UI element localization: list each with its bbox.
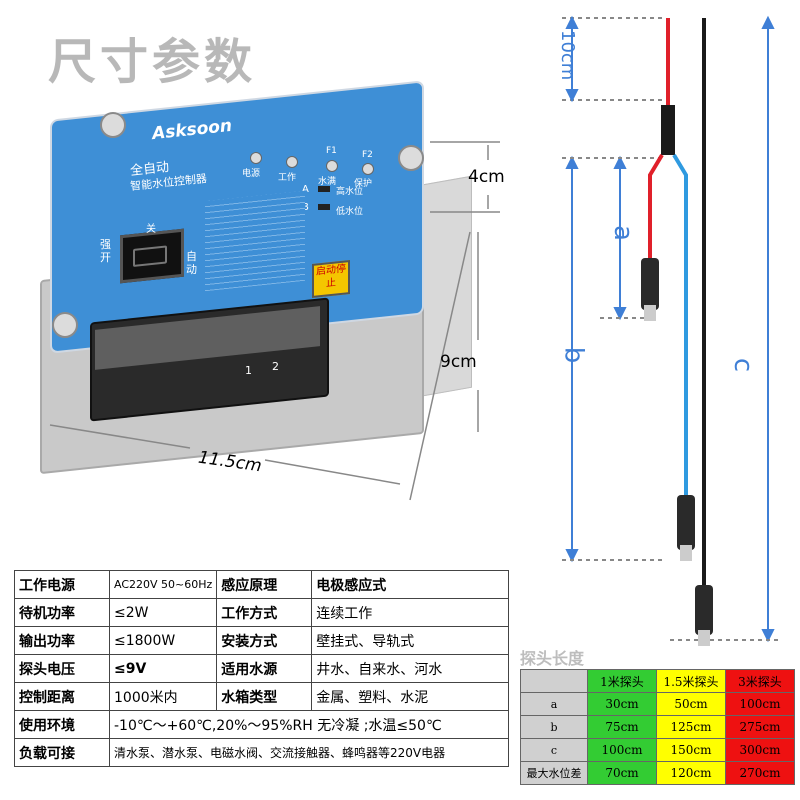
table-cell: 120cm bbox=[656, 761, 726, 785]
jumper-b bbox=[318, 204, 330, 210]
table-cell: 70cm bbox=[587, 761, 657, 785]
spec-value: 壁挂式、导轨式 bbox=[311, 626, 510, 655]
terminal-number: 1 bbox=[245, 364, 252, 377]
low-level-label: 低水位 bbox=[336, 207, 364, 217]
spec-value: ≤1800W bbox=[108, 626, 218, 655]
led-power-indicator bbox=[250, 152, 262, 164]
spec-value: 清水泵、潜水泵、电磁水阀、交流接触器、蜂鸣器等220V电器 bbox=[108, 738, 510, 767]
row-label: b bbox=[520, 715, 588, 739]
spec-value: -10℃～+60℃,20%～95%RH 无冷凝 ;水温≤50℃ bbox=[108, 710, 510, 739]
led-protect-label: 保护 bbox=[354, 179, 373, 189]
table-header-cell: 1米探头 bbox=[587, 669, 657, 693]
table-row: 控制距离 1000米内 水箱类型 金属、塑料、水泥 bbox=[14, 682, 510, 711]
high-level-label: 高水位 bbox=[336, 187, 364, 197]
led-water-indicator bbox=[326, 160, 338, 172]
spec-value: 金属、塑料、水泥 bbox=[311, 682, 510, 711]
table-cell: 50cm bbox=[656, 692, 726, 716]
probe-label-a: a bbox=[607, 225, 638, 241]
table-row: 负载可接 清水泵、潜水泵、电磁水阀、交流接触器、蜂鸣器等220V电器 bbox=[14, 738, 510, 767]
dimension-depth: 9cm bbox=[440, 352, 477, 372]
table-row: 工作电源 AC220V 50~60Hz 感应原理 电极感应式 bbox=[14, 570, 510, 599]
table-header-cell: 3米探头 bbox=[725, 669, 795, 693]
rocker-right-label: 自动 bbox=[186, 250, 197, 276]
spec-key: 使用环境 bbox=[14, 710, 110, 739]
probe-length-table: 1米探头 1.5米探头 3米探头 a 30cm 50cm 100cm b 75c… bbox=[520, 669, 795, 785]
table-row: 使用环境 -10℃～+60℃,20%～95%RH 无冷凝 ;水温≤50℃ bbox=[14, 710, 510, 739]
led-work-label: 工作 bbox=[278, 173, 297, 183]
table-row: 最大水位差 70cm 120cm 270cm bbox=[520, 761, 795, 785]
screw-icon bbox=[398, 145, 424, 171]
spec-key: 水箱类型 bbox=[216, 682, 313, 711]
spec-key: 探头电压 bbox=[14, 654, 110, 683]
spec-value: ≤9V bbox=[108, 654, 218, 683]
table-header-cell bbox=[520, 669, 588, 693]
table-cell: 100cm bbox=[725, 692, 795, 716]
spec-key: 感应原理 bbox=[216, 570, 313, 599]
probe-label-b: b bbox=[558, 346, 589, 364]
table-cell: 100cm bbox=[587, 738, 657, 762]
probe-table-title: 探头长度 bbox=[520, 649, 585, 668]
marker-f1: F1 bbox=[326, 146, 337, 156]
spec-key: 输出功率 bbox=[14, 626, 110, 655]
screw-icon bbox=[52, 312, 78, 338]
table-cell: 300cm bbox=[725, 738, 795, 762]
led-power-label: 电源 bbox=[242, 169, 261, 179]
row-label: c bbox=[520, 738, 588, 762]
spec-key: 工作方式 bbox=[216, 598, 313, 627]
probe-diagram bbox=[562, 15, 780, 646]
row-label: 最大水位差 bbox=[520, 761, 588, 785]
spec-value: 电极感应式 bbox=[311, 570, 510, 599]
spec-value: 井水、自来水、河水 bbox=[311, 654, 510, 683]
marker-a: A bbox=[302, 184, 309, 195]
table-row: b 75cm 125cm 275cm bbox=[520, 715, 795, 739]
table-row: 待机功率 ≤2W 工作方式 连续工作 bbox=[14, 598, 510, 627]
screw-icon bbox=[100, 112, 126, 138]
table-cell: 150cm bbox=[656, 738, 726, 762]
spec-table: 工作电源 AC220V 50~60Hz 感应原理 电极感应式 待机功率 ≤2W … bbox=[14, 570, 510, 767]
led-protect-indicator bbox=[362, 163, 374, 175]
marker-b: B bbox=[302, 202, 309, 213]
rocker-off-label: 关 bbox=[146, 224, 156, 235]
led-water-label: 水满 bbox=[318, 177, 337, 187]
table-header-cell: 1.5米探头 bbox=[656, 669, 726, 693]
table-cell: 125cm bbox=[656, 715, 726, 739]
rocker-left-label: 强开 bbox=[100, 238, 111, 264]
table-row: a 30cm 50cm 100cm bbox=[520, 692, 795, 716]
spec-value: AC220V 50~60Hz bbox=[108, 570, 218, 599]
probe-label-c: c bbox=[728, 357, 759, 373]
spec-value: 连续工作 bbox=[311, 598, 510, 627]
cable-top-label: 10cm bbox=[557, 30, 578, 81]
jumper-a bbox=[318, 186, 330, 192]
table-header-row: 1米探头 1.5米探头 3米探头 bbox=[520, 669, 795, 693]
spec-key: 控制距离 bbox=[14, 682, 110, 711]
table-row: 输出功率 ≤1800W 安装方式 壁挂式、导轨式 bbox=[14, 626, 510, 655]
spec-key: 适用水源 bbox=[216, 654, 313, 683]
row-label: a bbox=[520, 692, 588, 716]
table-row: c 100cm 150cm 300cm bbox=[520, 738, 795, 762]
spec-value: 1000米内 bbox=[108, 682, 218, 711]
table-cell: 270cm bbox=[725, 761, 795, 785]
table-cell: 30cm bbox=[587, 692, 657, 716]
spec-key: 负载可接 bbox=[14, 738, 110, 767]
dimension-height: 4cm bbox=[468, 167, 505, 187]
terminal-number: 2 bbox=[272, 360, 279, 373]
marker-f2: F2 bbox=[362, 150, 373, 160]
spec-key: 待机功率 bbox=[14, 598, 110, 627]
led-work-indicator bbox=[286, 156, 298, 168]
table-cell: 75cm bbox=[587, 715, 657, 739]
spec-key: 工作电源 bbox=[14, 570, 110, 599]
page-title: 尺寸参数 bbox=[48, 34, 257, 90]
table-cell: 275cm bbox=[725, 715, 795, 739]
spec-value: ≤2W bbox=[108, 598, 218, 627]
spec-key: 安装方式 bbox=[216, 626, 313, 655]
table-row: 探头电压 ≤9V 适用水源 井水、自来水、河水 bbox=[14, 654, 510, 683]
